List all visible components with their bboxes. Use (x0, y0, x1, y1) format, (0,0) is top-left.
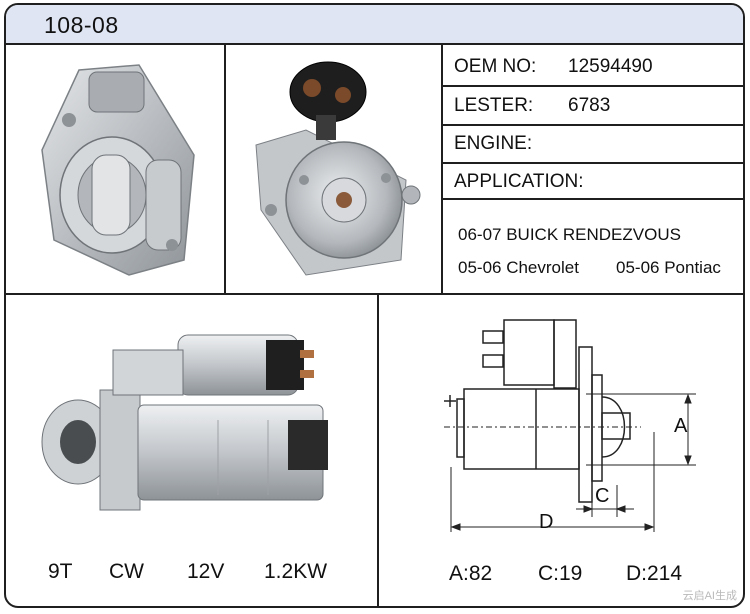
divider (441, 198, 743, 200)
divider (6, 293, 743, 295)
power: 1.2KW (264, 560, 328, 583)
dimension-label-c: C (595, 485, 610, 507)
starter-side-photo (41, 334, 328, 511)
application-line-2a: 05-06 Chevrolet (458, 258, 579, 277)
divider (441, 85, 743, 87)
application-line-2b: 05-06 Pontiac (616, 258, 721, 277)
starter-front-photo (41, 64, 195, 276)
application-line-1: 06-07 BUICK RENDEZVOUS (458, 225, 681, 244)
dimension-label-d: D (539, 511, 554, 533)
divider (377, 293, 379, 606)
oem-value: 12594490 (568, 56, 653, 77)
spec-sheet: 108-08 OEM NO: 12594490 LESTER: 6783 ENG… (4, 3, 745, 608)
lester-value: 6783 (568, 95, 611, 116)
lester-label: LESTER: (454, 95, 534, 116)
voltage: 12V (187, 560, 225, 583)
divider (441, 124, 743, 126)
header-bar: 108-08 (6, 5, 743, 45)
dimension-drawing (444, 319, 696, 532)
dimension-label-a: A (674, 415, 688, 437)
divider (441, 162, 743, 164)
oem-label: OEM NO: (454, 56, 537, 77)
dimension-c: C:19 (538, 562, 583, 585)
watermark: 云启AI生成 (682, 590, 737, 602)
divider (441, 45, 443, 294)
dimension-a: A:82 (449, 562, 493, 585)
teeth-count: 9T (48, 560, 73, 583)
dimension-d: D:214 (626, 562, 683, 585)
starter-rear-photo (255, 61, 421, 276)
rotation: CW (109, 560, 144, 583)
application-label: APPLICATION: (454, 171, 584, 192)
part-number: 108-08 (44, 12, 119, 38)
divider (224, 45, 226, 294)
engine-label: ENGINE: (454, 133, 533, 154)
